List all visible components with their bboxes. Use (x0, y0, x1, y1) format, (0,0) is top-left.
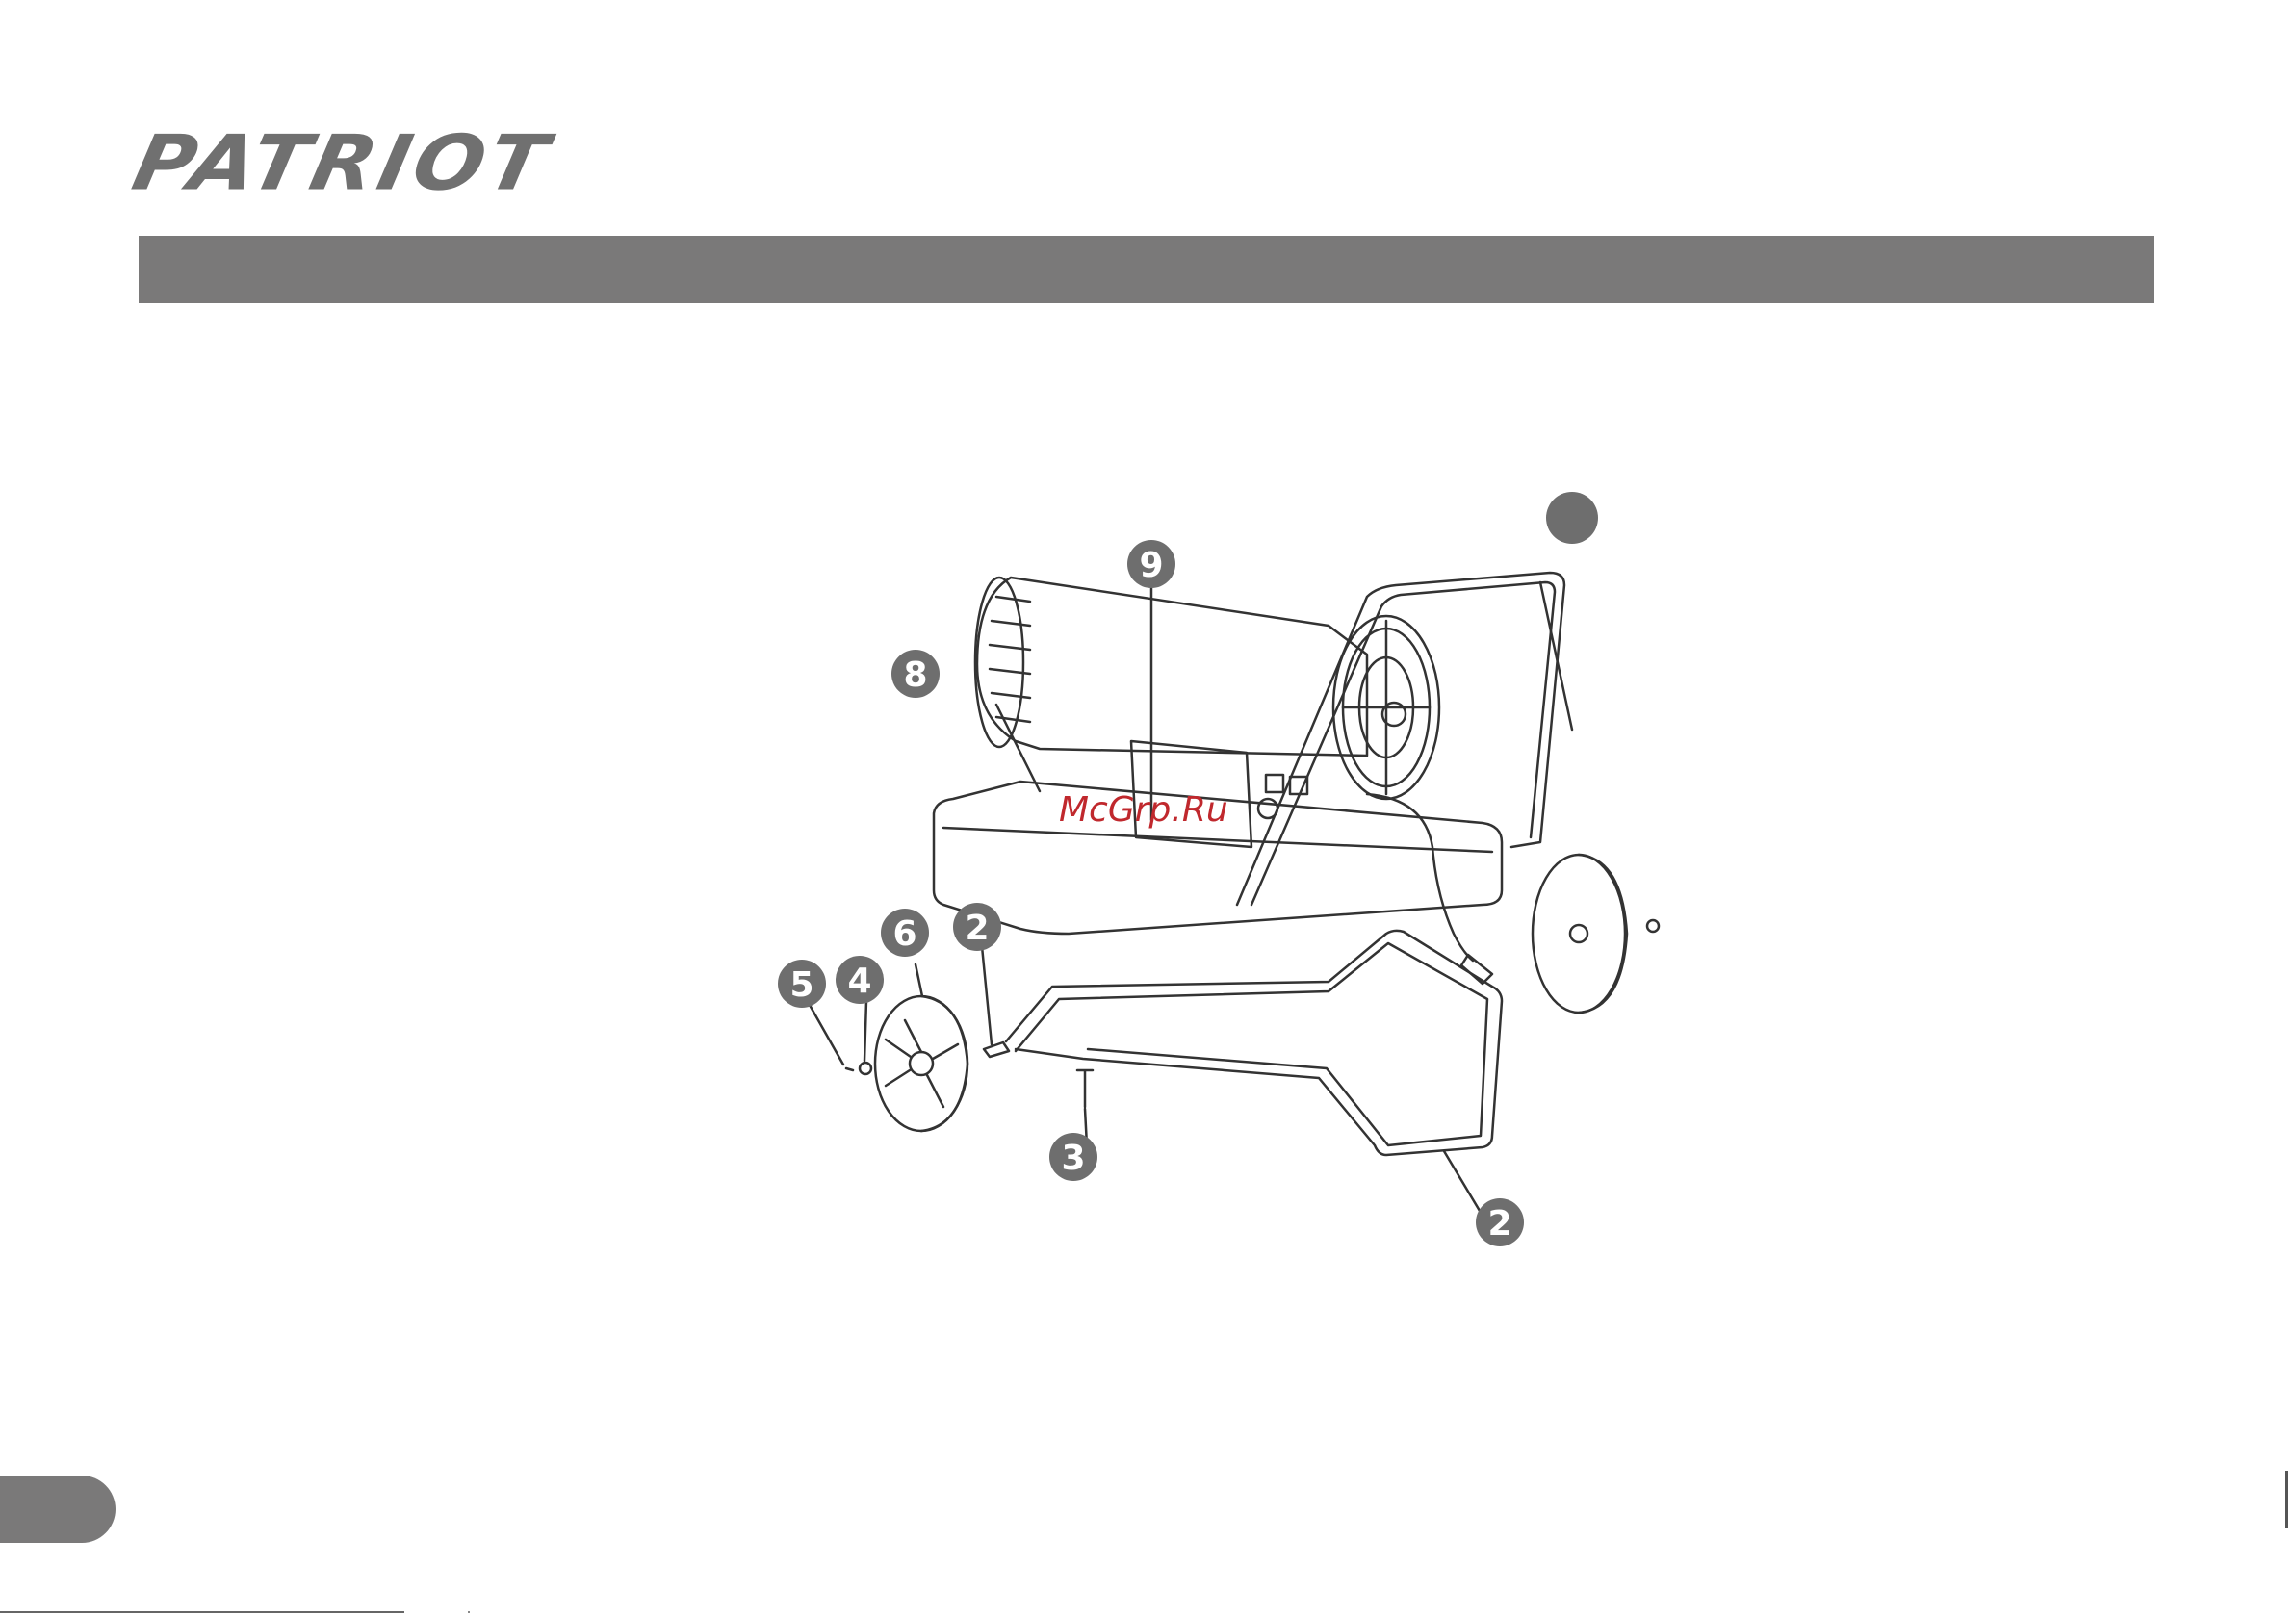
logo-text: PATRIOT (126, 121, 558, 206)
edge-mark (2285, 1471, 2288, 1528)
page-number-tab (0, 1476, 116, 1543)
right-wheel (1533, 855, 1625, 1013)
footer-rule (0, 1611, 404, 1613)
footer-tick (468, 1611, 470, 1613)
watermark: McGrp.Ru (1059, 790, 1228, 830)
split-pin (1077, 1070, 1093, 1107)
heater-cylinder (977, 578, 1367, 756)
callout-3: 3 (1061, 1139, 1085, 1178)
brand-logo: PATRIOT (135, 117, 628, 210)
callout-2-bottom: 2 (1487, 1204, 1511, 1244)
callout-2-top: 2 (965, 909, 989, 948)
handle-frame (1237, 573, 1564, 905)
assembly-diagram: 9 8 6 2 5 4 3 2 McGrp.Ru (751, 481, 1675, 1270)
header-bar (139, 236, 2154, 303)
callout-4: 4 (847, 962, 871, 1001)
callout-8: 8 (903, 655, 927, 695)
callout-6: 6 (892, 914, 916, 954)
callout-9: 9 (1139, 546, 1163, 585)
callout-5: 5 (789, 965, 813, 1005)
